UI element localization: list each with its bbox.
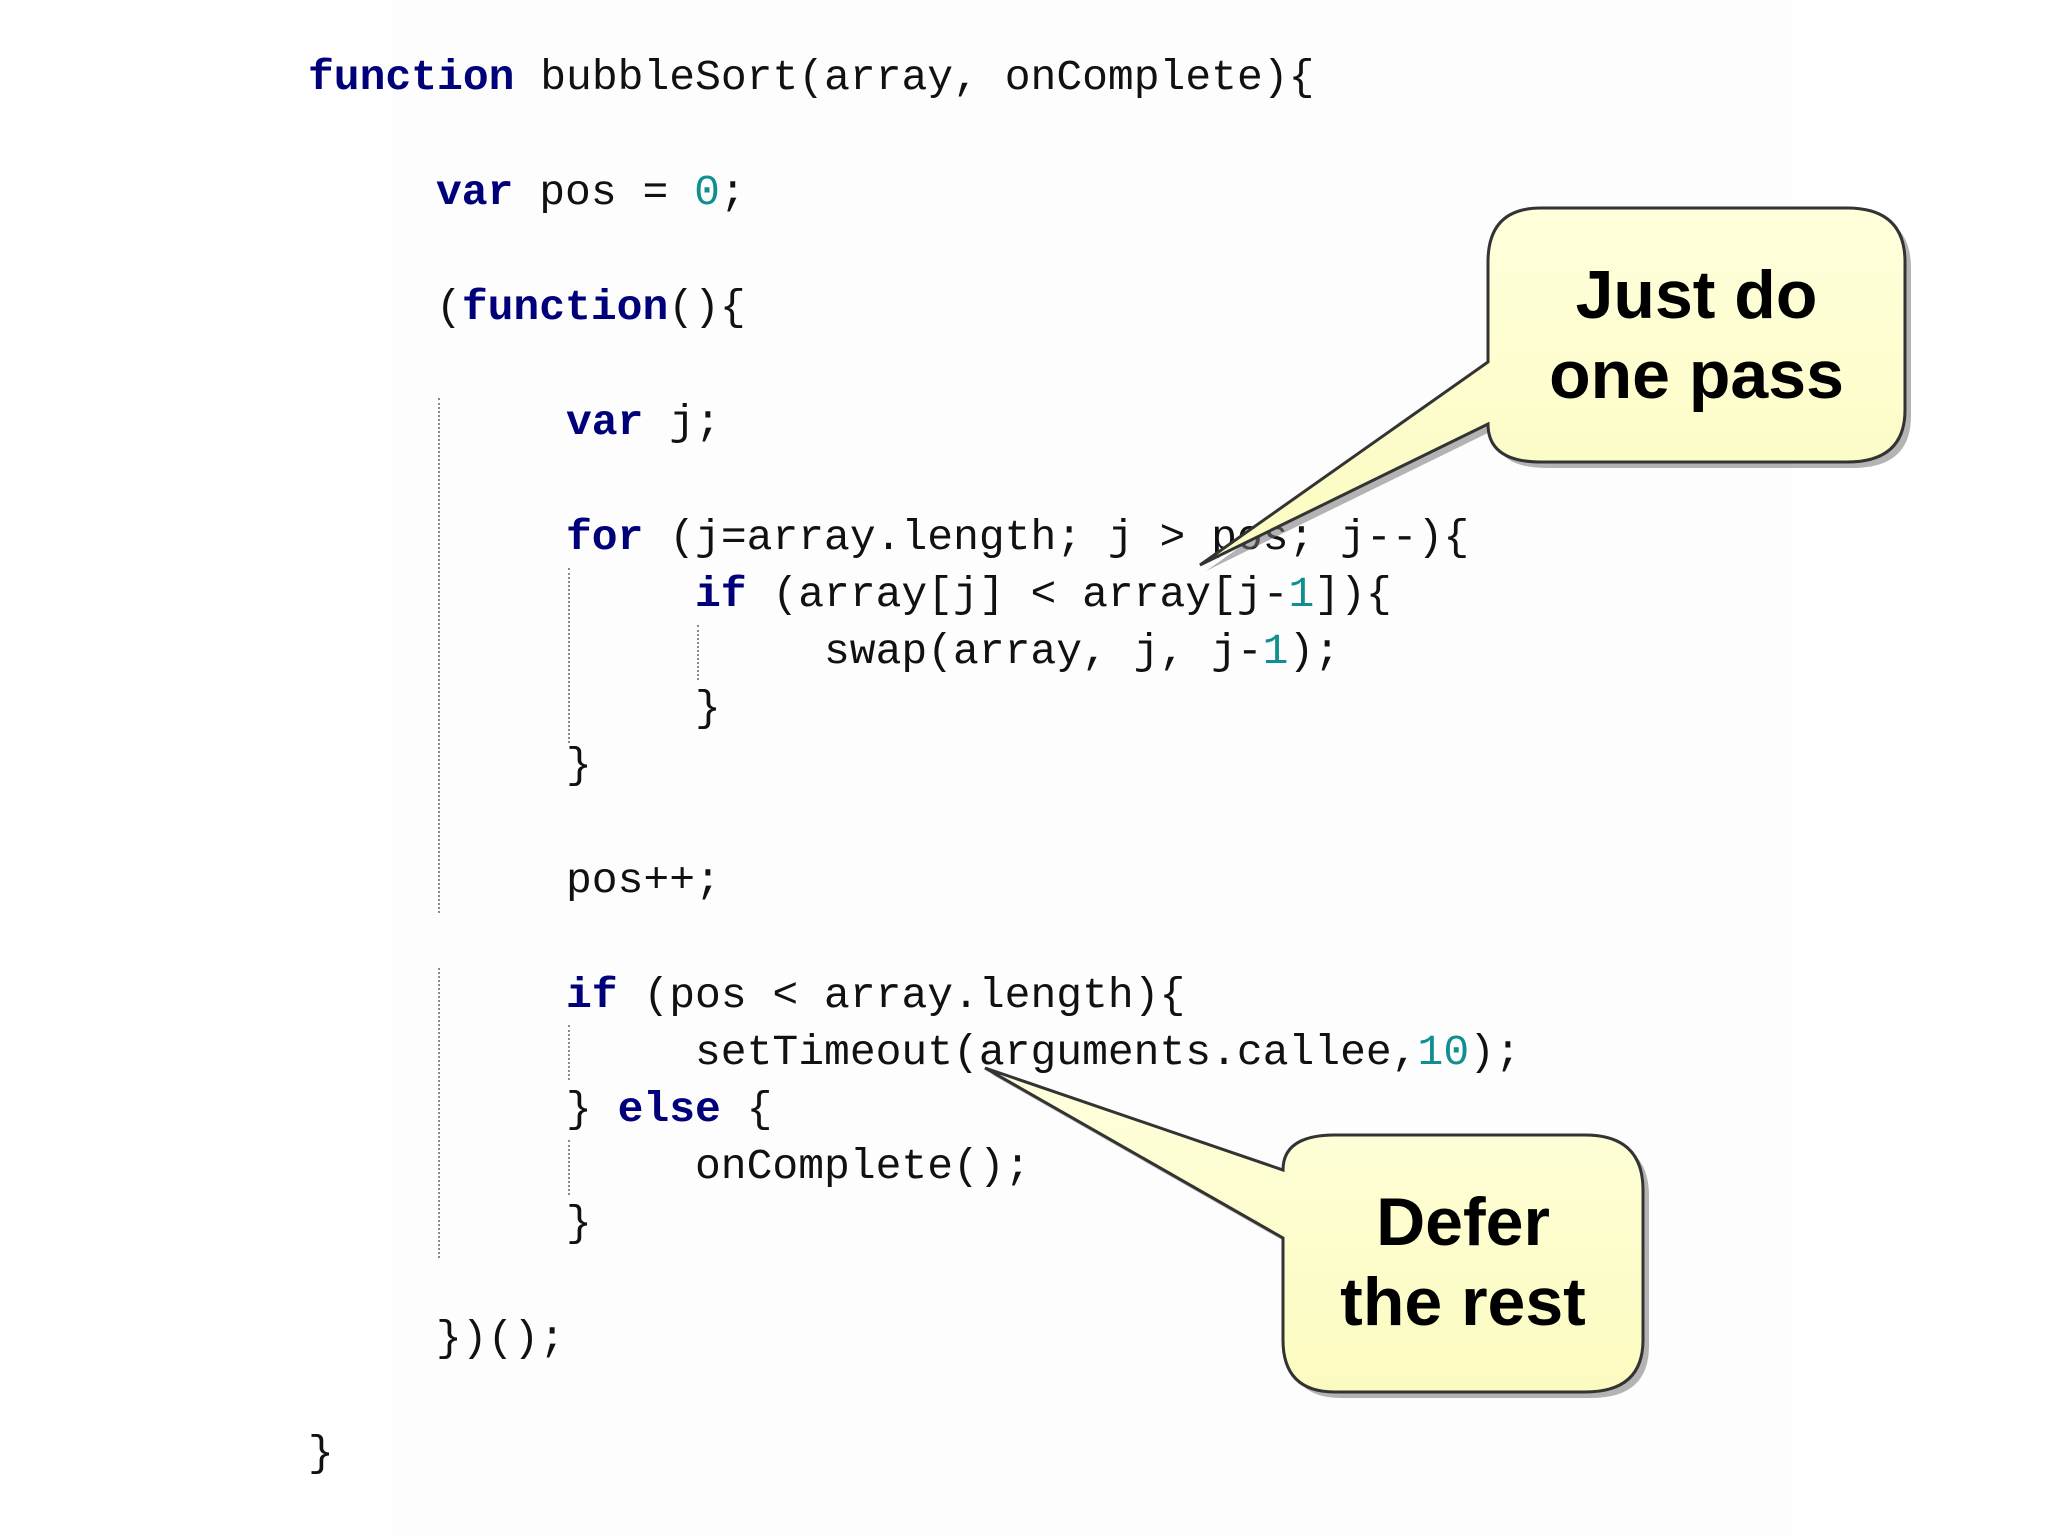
code-line: onComplete(); xyxy=(695,1139,1030,1195)
code-keyword: for xyxy=(566,513,644,562)
callout-pass-line2: one pass xyxy=(1549,337,1844,413)
callout-defer-text: Defer the rest xyxy=(1283,1182,1643,1342)
code-text: swap(array, j, j- xyxy=(824,627,1263,676)
indent-guide xyxy=(568,568,570,743)
code-line: (function(){ xyxy=(436,280,746,336)
code-text: { xyxy=(720,1085,773,1134)
code-keyword: if xyxy=(695,570,747,619)
code-text: ( xyxy=(436,283,462,332)
code-keyword: else xyxy=(617,1085,721,1134)
indent-guide xyxy=(438,398,440,913)
indent-guide xyxy=(438,968,440,1258)
code-text: } xyxy=(566,1085,618,1134)
indent-guide xyxy=(697,625,699,680)
code-line: })(); xyxy=(436,1311,565,1367)
code-line: } xyxy=(695,681,721,737)
code-line: setTimeout(arguments.callee,10); xyxy=(695,1025,1521,1081)
code-text: (array[j] < array[j- xyxy=(746,570,1289,619)
code-text: ); xyxy=(1288,627,1341,676)
code-text: ; xyxy=(719,168,746,217)
code-number: 1 xyxy=(1262,627,1289,676)
code-text: onComplete(); xyxy=(695,1142,1031,1191)
code-line: swap(array, j, j-1); xyxy=(824,624,1340,680)
code-keyword: function xyxy=(308,53,515,102)
code-text: bubbleSort(array, onComplete){ xyxy=(514,53,1315,102)
code-line: if (array[j] < array[j-1]){ xyxy=(695,567,1392,623)
code-line: } else { xyxy=(566,1082,772,1138)
callout-pass-bubble xyxy=(1199,206,1907,567)
callout-defer-line2: the rest xyxy=(1340,1264,1586,1340)
callout-pass-line1: Just do xyxy=(1575,257,1818,333)
code-line: for (j=array.length; j > pos; j--){ xyxy=(566,510,1469,566)
code-number: 0 xyxy=(694,168,720,217)
code-number: 1 xyxy=(1288,570,1315,619)
code-text: setTimeout(arguments.callee, xyxy=(695,1028,1418,1077)
code-text: (j=array.length; j > pos; j--){ xyxy=(643,513,1470,562)
code-keyword: var xyxy=(436,168,514,217)
callout-pass-text: Just do one pass xyxy=(1488,255,1905,415)
code-line: var pos = 0; xyxy=(436,165,746,221)
code-line: } xyxy=(566,1196,592,1252)
code-line: pos++; xyxy=(566,853,721,909)
code-text: ]){ xyxy=(1314,570,1392,619)
code-text: })(); xyxy=(436,1314,566,1363)
callout-defer-line1: Defer xyxy=(1376,1184,1550,1260)
code-text: (){ xyxy=(668,283,746,332)
code-keyword: if xyxy=(566,971,618,1020)
code-line: } xyxy=(308,1426,334,1482)
code-text: } xyxy=(566,741,592,790)
code-text: pos++; xyxy=(566,856,721,905)
callout-defer-bubble xyxy=(984,1066,1645,1394)
indent-guide xyxy=(568,1140,570,1195)
code-text: } xyxy=(308,1429,334,1478)
code-line: var j; xyxy=(566,395,721,451)
code-text: (pos < array.length){ xyxy=(617,971,1186,1020)
code-text: } xyxy=(695,684,721,733)
code-text: ); xyxy=(1469,1028,1521,1077)
code-number: 10 xyxy=(1417,1028,1470,1077)
indent-guide xyxy=(568,1025,570,1080)
code-line: } xyxy=(566,738,592,794)
code-text: j; xyxy=(643,398,721,447)
code-text: } xyxy=(566,1199,592,1248)
code-line: if (pos < array.length){ xyxy=(566,968,1185,1024)
code-text: pos = xyxy=(513,168,695,217)
code-keyword: function xyxy=(461,283,669,332)
code-keyword: var xyxy=(566,398,644,447)
code-line: function bubbleSort(array, onComplete){ xyxy=(308,50,1314,106)
